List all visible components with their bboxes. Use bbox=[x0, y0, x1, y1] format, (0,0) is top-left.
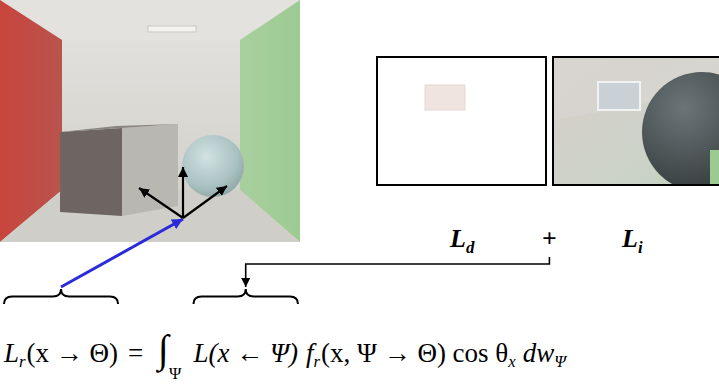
sphere bbox=[182, 135, 244, 197]
pointer-line bbox=[61, 219, 183, 287]
ceiling-light bbox=[148, 26, 196, 32]
equation-part: (x, Ψ → Θ) cos θ bbox=[321, 337, 508, 369]
term-label: + bbox=[542, 224, 557, 254]
equation-part: Ψ bbox=[169, 364, 181, 384]
overbrace bbox=[4, 289, 118, 304]
direction-arrow bbox=[183, 186, 227, 218]
term-label: Ld bbox=[450, 224, 474, 263]
equation-part: L bbox=[4, 337, 19, 369]
equation-part: L(x ← Ψ) bbox=[193, 337, 297, 369]
scene-ground bbox=[0, 0, 300, 242]
direct-light-panel bbox=[377, 57, 546, 185]
direct-light-patch bbox=[425, 85, 465, 110]
leader-line bbox=[246, 257, 550, 287]
box-side-face bbox=[122, 124, 178, 216]
term-subscript: i bbox=[638, 233, 643, 263]
term-symbol: L bbox=[622, 224, 638, 254]
cornell-box-render bbox=[0, 0, 302, 244]
term-subscript: d bbox=[466, 233, 474, 263]
equation-part: = bbox=[128, 337, 143, 369]
box-front-face bbox=[60, 128, 122, 216]
equation-part: Ψ bbox=[554, 352, 566, 372]
equation-part: ∫ bbox=[158, 329, 169, 368]
equation-part: f bbox=[306, 337, 314, 369]
indirect-light-patch bbox=[598, 82, 640, 110]
direction-arrow bbox=[139, 188, 183, 218]
sample-directions bbox=[139, 167, 227, 218]
plus-sign: + bbox=[542, 224, 557, 254]
equation-part: r bbox=[313, 352, 320, 372]
indirect-green-wall bbox=[710, 150, 719, 184]
rendering-equation: Lr(x → Θ)=∫ΨL(x ← Ψ)fr(x, Ψ → Θ) cos θxd… bbox=[4, 329, 566, 384]
box-top-edge bbox=[60, 124, 178, 132]
equation-part: r bbox=[19, 352, 26, 372]
term-label: Li bbox=[622, 224, 643, 263]
light-panels bbox=[0, 0, 719, 200]
indirect-light-panel bbox=[553, 57, 719, 185]
equation-part: x bbox=[508, 352, 515, 372]
direction-arrow bbox=[182, 167, 184, 218]
indirect-light-image bbox=[554, 58, 719, 184]
overbrace bbox=[193, 289, 297, 304]
equation-part: (x → Θ) bbox=[27, 337, 118, 369]
equation-part: dw bbox=[523, 337, 555, 369]
term-symbol: L bbox=[450, 224, 466, 254]
indirect-sphere bbox=[642, 72, 719, 184]
